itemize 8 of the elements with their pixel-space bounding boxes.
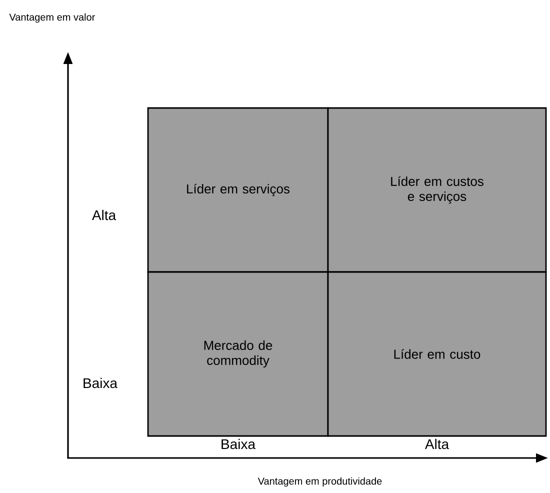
axis-title: Vantagem em valor (9, 13, 95, 23)
quadrant-box: Líder em custos e serviços (327, 107, 547, 273)
row-label: Baixa (84, 378, 118, 388)
axis-title: Vantagem em produtividade (258, 477, 382, 487)
quadrant-box: Mercado de commodity (147, 271, 329, 437)
quadrant-box: Líder em serviços (147, 107, 329, 273)
row-label: Alta (92, 210, 116, 220)
quadrant-box: Líder em custo (327, 271, 547, 437)
